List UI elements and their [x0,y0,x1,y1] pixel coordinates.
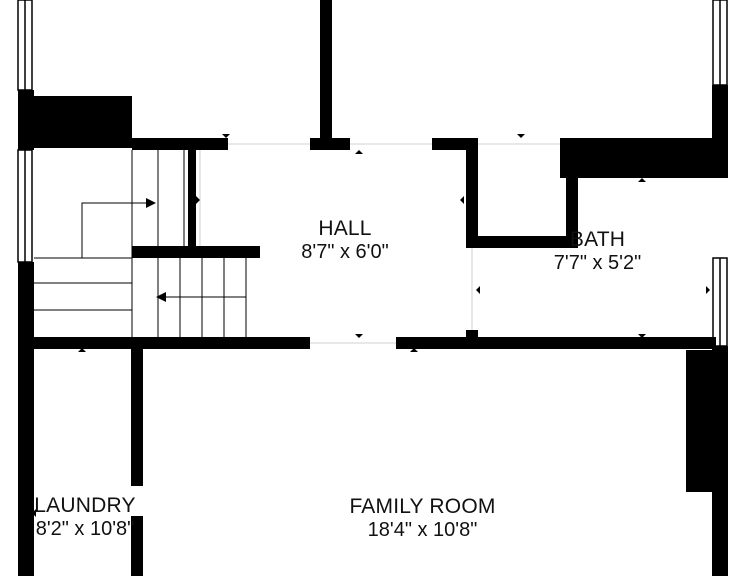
room-dimensions-bath: 7'7" x 5'2" [553,252,642,275]
room-name-family-room: FAMILY ROOM [349,495,496,518]
room-name-laundry: LAUNDRY [34,494,136,517]
wall-right-lower-notch [686,350,716,492]
marker-13 [32,509,36,517]
wall-laundry-divider-lower [131,516,143,576]
stair-arrowheads [146,198,166,302]
wall-mid-right [396,337,716,349]
wall-closet-left [466,138,478,248]
room-label-laundry: LAUNDRY 8'2" x 10'8" [10,494,160,541]
room-name-hall: HALL [318,217,372,240]
marker-7 [476,286,480,294]
room-label-bath: BATH 7'7" x 5'2" [515,228,680,275]
wall-bath-top [560,138,728,178]
room-dimensions-family-room: 18'4" x 10'8" [367,519,478,542]
stairs [34,150,247,337]
room-label-family-room: FAMILY ROOM 18'4" x 10'8" [320,495,525,542]
marker-3 [517,134,525,138]
interior-walls-upper [18,0,728,348]
room-label-hall: HALL 8'7" x 6'0" [260,217,430,264]
closet-block-upper-left [18,96,132,148]
wall-laundry-divider [131,349,143,486]
room-name-bath: BATH [569,228,626,251]
wall-mid-left [18,337,310,349]
wall-hall-top-right [432,138,476,150]
room-dimensions-hall: 8'7" x 6'0" [301,241,389,264]
stair-arrow-right [146,198,156,208]
marker-8 [706,286,710,294]
stair-direction-upper [81,202,152,258]
marker-1 [222,134,230,138]
marker-11 [410,348,418,352]
marker-5 [460,196,464,204]
wall-divider-cap [310,138,350,150]
marker-12 [78,348,86,352]
wall-divider-vertical [320,0,332,140]
stair-arrow-left [156,292,166,302]
interior-walls-middle [18,337,716,576]
marker-2 [355,150,363,154]
openings [199,143,560,344]
marker-6 [196,196,200,204]
marker-9 [355,334,363,338]
wall-hall-top-left [132,138,228,150]
wall-closet-bottom [466,236,578,248]
marker-10 [638,334,646,338]
opening-markers [32,134,710,517]
marker-4 [638,178,646,182]
room-dimensions-laundry: 8'2" x 10'8" [35,518,135,541]
wall-stair-mid [132,246,260,258]
wall-stair-post [188,150,196,246]
